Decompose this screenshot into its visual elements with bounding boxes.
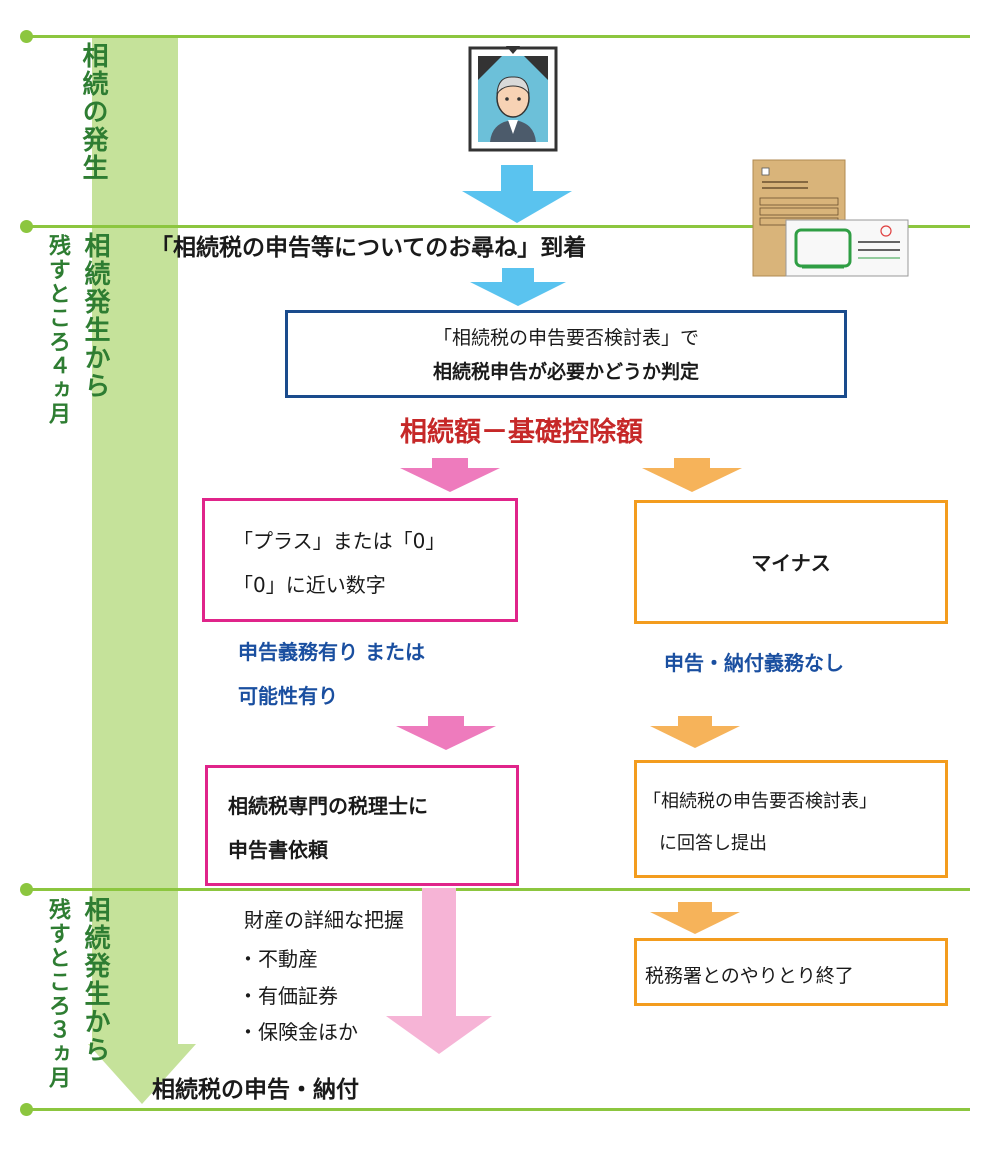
final-step: 相続税の申告・納付 bbox=[152, 1077, 359, 1103]
pink-arrow-2 bbox=[396, 716, 496, 750]
timeline-line-4 bbox=[26, 1108, 970, 1111]
obligation-note-1: 申告義務有り または bbox=[238, 640, 425, 664]
minus-box: マイナス bbox=[634, 500, 948, 624]
timeline-dot-3 bbox=[20, 883, 33, 896]
timeline-line-3 bbox=[26, 888, 970, 891]
details-item: ・保険金ほか bbox=[238, 1020, 358, 1044]
accountant-line-1: 相続税専門の税理士に bbox=[228, 794, 428, 818]
pink-arrow-1 bbox=[400, 458, 500, 492]
timeline-arrowhead bbox=[88, 1044, 196, 1104]
plus-line-1: 「プラス」または「0」 bbox=[233, 529, 446, 553]
plus-line-2: 「0」に近い数字 bbox=[233, 573, 386, 597]
notice-documents-icon bbox=[752, 159, 909, 277]
blue-arrow-1 bbox=[462, 165, 572, 223]
tax-accountant-box: 相続税専門の税理士に 申告書依頼 bbox=[205, 765, 519, 886]
notice-title: 「相続税の申告等についてのお尋ね」到着 bbox=[150, 235, 587, 261]
details-title: 財産の詳細な把握 bbox=[244, 908, 404, 932]
minus-label: マイナス bbox=[751, 551, 831, 575]
timeline-line-2 bbox=[26, 225, 970, 228]
orange-arrow-3 bbox=[650, 902, 740, 934]
tax-office-end-label: 税務署とのやりとり終了 bbox=[645, 965, 854, 987]
check-line-2: 相続税申告が必要かどうか判定 bbox=[432, 361, 699, 383]
timeline-line-1 bbox=[26, 35, 970, 38]
stage2-label-remaining: 残すところ４ヵ月 bbox=[45, 234, 70, 426]
stage2-label-main: 相続発生から bbox=[80, 232, 110, 400]
submit-line-2: に回答し提出 bbox=[659, 833, 767, 854]
stage1-label: 相続の発生 bbox=[78, 42, 108, 182]
details-item: ・不動産 bbox=[238, 947, 318, 971]
timeline-dot-2 bbox=[20, 220, 33, 233]
orange-arrow-1 bbox=[642, 458, 742, 492]
timeline-dot-1 bbox=[20, 30, 33, 43]
check-line-1: 「相続税の申告要否検討表」で bbox=[432, 327, 699, 349]
pink-arrow-3 bbox=[386, 888, 492, 1054]
memorial-portrait-icon bbox=[468, 46, 558, 152]
details-item: ・有価証券 bbox=[238, 984, 338, 1008]
tax-office-end-box: 税務署とのやりとり終了 bbox=[634, 938, 948, 1006]
submit-checklist-box: 「相続税の申告要否検討表」 に回答し提出 bbox=[634, 760, 948, 878]
stage3-label-main: 相続発生から bbox=[80, 896, 110, 1064]
orange-arrow-2 bbox=[650, 716, 740, 748]
accountant-line-2: 申告書依頼 bbox=[228, 838, 328, 862]
submit-line-1: 「相続税の申告要否検討表」 bbox=[643, 791, 877, 812]
stage3-label-remaining: 残すところ３ヵ月 bbox=[45, 898, 70, 1090]
blue-arrow-2 bbox=[470, 268, 566, 306]
no-obligation-note: 申告・納付義務なし bbox=[664, 651, 844, 675]
plus-or-zero-box: 「プラス」または「0」 「0」に近い数字 bbox=[202, 498, 518, 622]
check-box: 「相続税の申告要否検討表」で 相続税申告が必要かどうか判定 bbox=[285, 310, 847, 398]
obligation-note-2: 可能性有り bbox=[238, 684, 338, 708]
timeline-dot-4 bbox=[20, 1103, 33, 1116]
timeline-band bbox=[92, 36, 178, 1046]
formula: 相続額－基礎控除額 bbox=[400, 417, 643, 448]
